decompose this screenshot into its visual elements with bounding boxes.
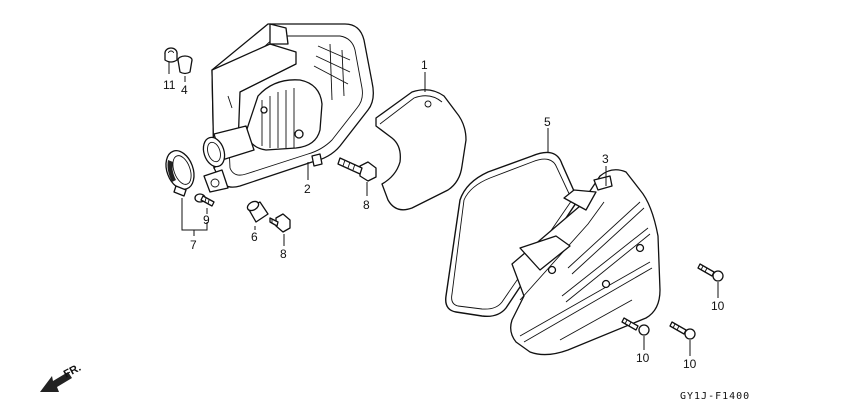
drain-plug [246, 200, 269, 223]
filter-element [375, 89, 467, 211]
front-arrow-icon [40, 372, 72, 392]
cap-nut [164, 47, 178, 63]
callout-7: 7 [190, 238, 197, 252]
screw-10-left [621, 317, 650, 336]
callout-8-lower: 8 [280, 247, 287, 261]
bolt-8-upper [337, 157, 377, 182]
screw-10-middle [669, 321, 696, 340]
callout-9: 9 [203, 213, 210, 227]
callout-1: 1 [421, 58, 428, 72]
callout-5: 5 [544, 115, 551, 129]
air-cleaner-case [202, 23, 374, 193]
callout-10-right: 10 [711, 299, 725, 313]
callout-10-left: 10 [636, 351, 650, 365]
callout-2: 2 [304, 182, 311, 196]
screw-9 [194, 193, 215, 207]
front-direction-indicator: FR. [40, 362, 83, 392]
callout-labels: 11 4 1 5 3 2 8 9 7 6 8 10 10 10 [163, 58, 725, 371]
drawing-code: GY1J-F1400 [680, 391, 750, 402]
screw-10-right [697, 263, 724, 282]
front-label: FR. [62, 362, 83, 381]
callout-4: 4 [181, 83, 188, 97]
callout-10-middle: 10 [683, 357, 697, 371]
grommet [177, 55, 193, 75]
bolt-8-lower [269, 213, 291, 233]
callout-6: 6 [251, 230, 258, 244]
callout-8-upper: 8 [363, 198, 370, 212]
hose-band [165, 150, 195, 197]
callout-11: 11 [163, 78, 176, 92]
leader-lines [168, 62, 719, 356]
air-cleaner-cover [510, 169, 661, 356]
callout-3: 3 [602, 152, 609, 166]
